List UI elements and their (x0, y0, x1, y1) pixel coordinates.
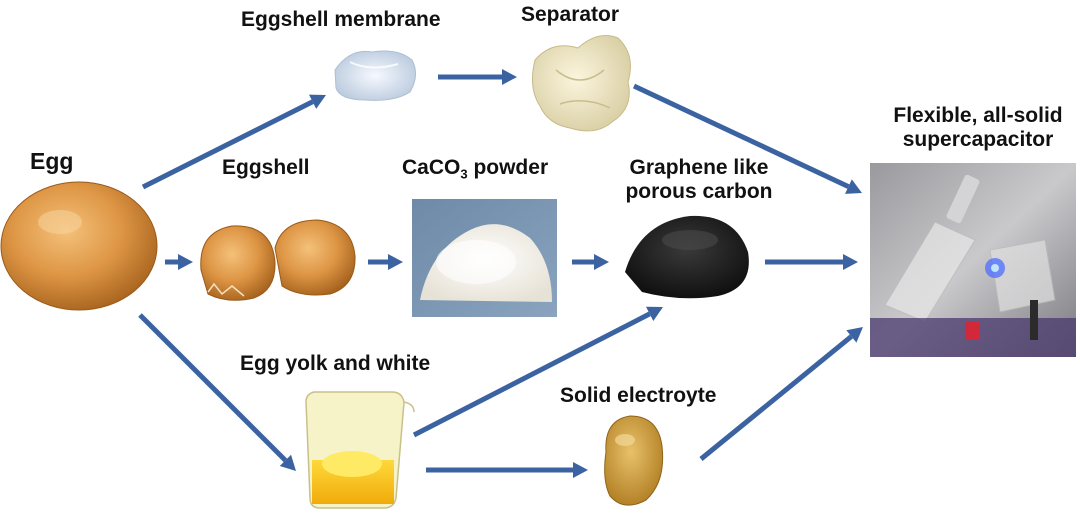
arrow-separator-to-supercap-head (845, 179, 862, 194)
label-separator: Separator (521, 3, 620, 26)
label-yolk-white: Egg yolk and white (240, 352, 431, 375)
label-caco3-subscript: 3 (460, 166, 468, 182)
arrow-eggshell-to-caco3-head (388, 254, 403, 270)
eggshell-halves-photo (200, 219, 356, 301)
label-graphene-line1: Graphene like (629, 156, 769, 179)
label-supercap-line1: Flexible, all-solid (893, 104, 1063, 127)
label-eggshell-membrane: Eggshell membrane (241, 8, 441, 31)
label-egg: Egg (30, 148, 74, 174)
arrow-eggshell-membrane-to-separator-head (502, 69, 517, 85)
arrow-solid-electrolyte-to-supercap-head (846, 327, 863, 343)
label-supercap-line2: supercapacitor (902, 128, 1054, 152)
label-solid-electrolyte: Solid electroyte (560, 384, 717, 407)
label-caco3-prefix: CaCO (402, 156, 461, 179)
membrane-photo (334, 50, 416, 101)
flow-arrows (138, 69, 863, 478)
label-caco3-powder: CaCO3 powder (402, 156, 548, 183)
separator-photo (531, 35, 631, 132)
label-supercapacitor: Flexible, all-solid supercapacitor (873, 104, 1080, 152)
arrow-egg-to-eggshell-head (178, 254, 193, 270)
arrow-caco3-to-graphene-head (594, 254, 609, 270)
arrow-solid-electrolyte-to-supercap-shaft (699, 334, 853, 461)
label-graphene-line2: porous carbon (625, 180, 773, 204)
label-graphene: Graphene like porous carbon (594, 156, 804, 204)
supercapacitor-photo (870, 163, 1076, 357)
egg-photo (0, 181, 158, 311)
arrow-yolk-white-to-graphene-shaft (412, 311, 651, 438)
label-caco3-suffix: powder (467, 156, 549, 179)
beaker-photo (305, 391, 415, 509)
arrow-separator-to-supercap-shaft (632, 83, 850, 189)
arrow-egg-to-eggshell-membrane-head (309, 94, 326, 109)
label-eggshell: Eggshell (222, 156, 310, 179)
arrow-egg-to-yolk-white-head (279, 454, 296, 471)
arrow-egg-to-eggshell-membrane-shaft (141, 99, 314, 190)
carbon-powder-photo (625, 215, 749, 299)
arrow-graphene-to-supercap-head (843, 254, 858, 270)
arrow-yolk-white-to-solid-electrolyte-head (573, 462, 588, 478)
arrow-egg-to-yolk-white-shaft (138, 313, 288, 463)
solid-electrolyte-photo (604, 415, 664, 506)
arrow-yolk-white-to-graphene-head (646, 306, 663, 321)
caco3-powder-photo (412, 199, 557, 317)
